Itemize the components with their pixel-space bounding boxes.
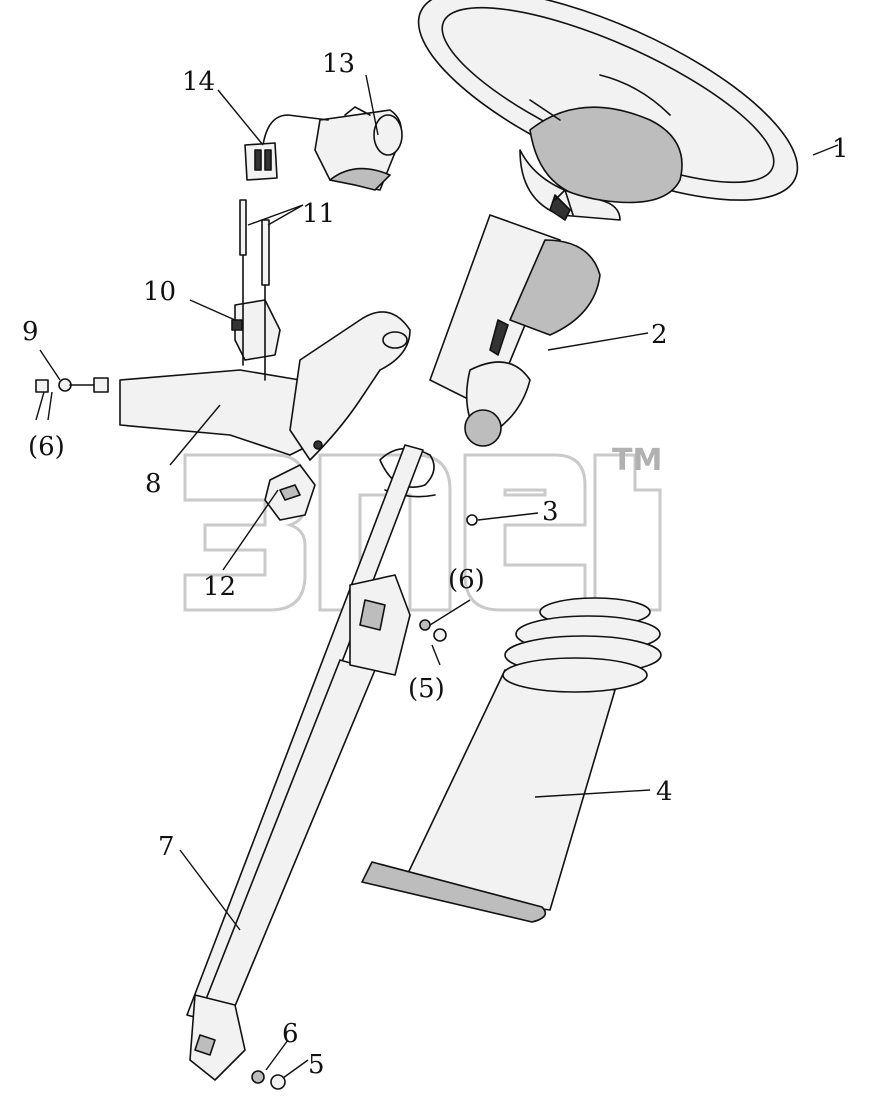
bolts: [239, 199, 270, 381]
callout-6: 6: [282, 1019, 299, 1049]
callout-9: 9: [22, 317, 39, 347]
callout-12: 12: [203, 572, 236, 602]
leader-lines: [35, 74, 839, 1079]
steering-shaft: [186, 444, 424, 1081]
ignition-lock: [314, 106, 403, 191]
watermark-logo: TM: [183, 443, 662, 612]
steering-wheel: [417, 0, 799, 221]
callout-5: 5: [308, 1050, 325, 1080]
callout-2: 2: [651, 320, 668, 350]
nut-washer-bottom: [251, 1070, 286, 1090]
small-block-part: [264, 464, 316, 521]
electrical-connector: [244, 114, 329, 181]
callout-6-parenthesized-left: (6): [28, 432, 65, 462]
callout-11: 11: [302, 199, 335, 229]
screw-nut-left: [35, 377, 109, 393]
callout-14: 14: [182, 67, 215, 97]
trademark-symbol: TM: [612, 443, 662, 478]
callout-6-parenthesized-mid: (6): [448, 565, 485, 595]
nut-washer-mid: [419, 619, 447, 642]
callout-13: 13: [322, 49, 355, 79]
callout-7: 7: [158, 832, 175, 862]
column-housing: [429, 189, 601, 447]
callout-8: 8: [145, 469, 162, 499]
callout-3: 3: [542, 497, 559, 527]
callout-5-parenthesized: (5): [408, 674, 445, 704]
callout-1: 1: [832, 134, 849, 164]
callout-4: 4: [656, 777, 673, 807]
callout-10: 10: [143, 277, 176, 307]
callout-labels: 1 2 3 4 5 (5) 6 (6) (6) 7 8 9 10 11 12 1…: [22, 49, 849, 1080]
rubber-boot: [361, 597, 662, 923]
mounting-bracket: [119, 299, 411, 461]
